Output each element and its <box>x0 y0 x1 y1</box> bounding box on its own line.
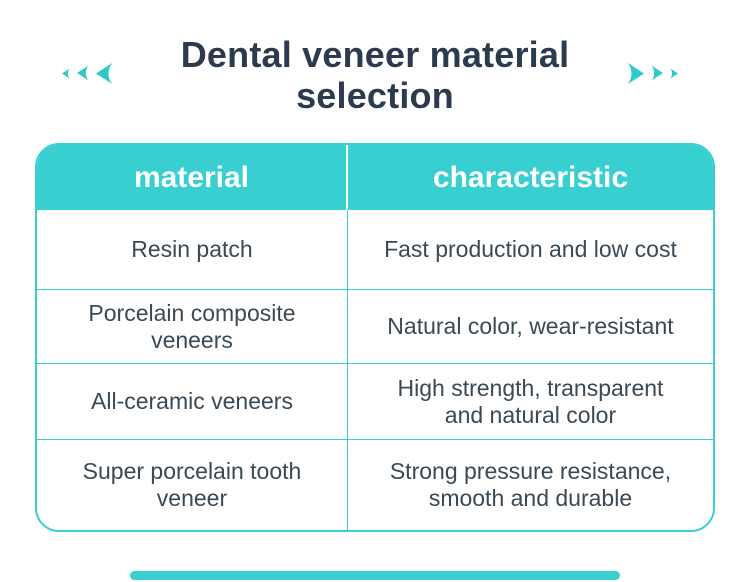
table-row: Porcelain composite veneers Natural colo… <box>37 289 713 363</box>
triangle-right-icon <box>670 67 678 79</box>
characteristic-cell: High strength, transparent and natural c… <box>397 374 664 428</box>
characteristic-cell: Natural color, wear-resistant <box>387 313 674 339</box>
material-cell: Resin patch <box>37 210 348 289</box>
bottom-accent-bar <box>130 571 620 580</box>
triangle-left-icon <box>77 65 89 81</box>
triangle-left-icon <box>62 67 70 79</box>
table-row: Super porcelain tooth veneer Strong pres… <box>37 439 713 530</box>
page-title: Dental veneer material selection <box>180 34 570 116</box>
triangle-left-icon <box>96 61 113 85</box>
characteristic-cell: Fast production and low cost <box>384 236 677 262</box>
material-cell: Porcelain composite veneers <box>37 290 348 363</box>
material-cell: All-ceramic veneers <box>37 364 348 439</box>
material-comparison-table: material characteristic Resin patch Fast… <box>35 143 715 532</box>
table-header-row: material characteristic <box>37 145 713 210</box>
column-header-characteristic: characteristic <box>432 160 629 194</box>
triangle-right-icon <box>651 65 663 81</box>
table-row: All-ceramic veneers High strength, trans… <box>37 363 713 439</box>
right-arrows-decoration <box>627 50 678 96</box>
left-arrows-decoration <box>62 50 113 96</box>
characteristic-cell: Strong pressure resistance, smooth and d… <box>389 458 672 511</box>
table-row: Resin patch Fast production and low cost <box>37 210 713 289</box>
column-header-material: material <box>37 145 348 210</box>
material-cell: Super porcelain tooth veneer <box>37 440 348 530</box>
triangle-right-icon <box>627 61 644 85</box>
